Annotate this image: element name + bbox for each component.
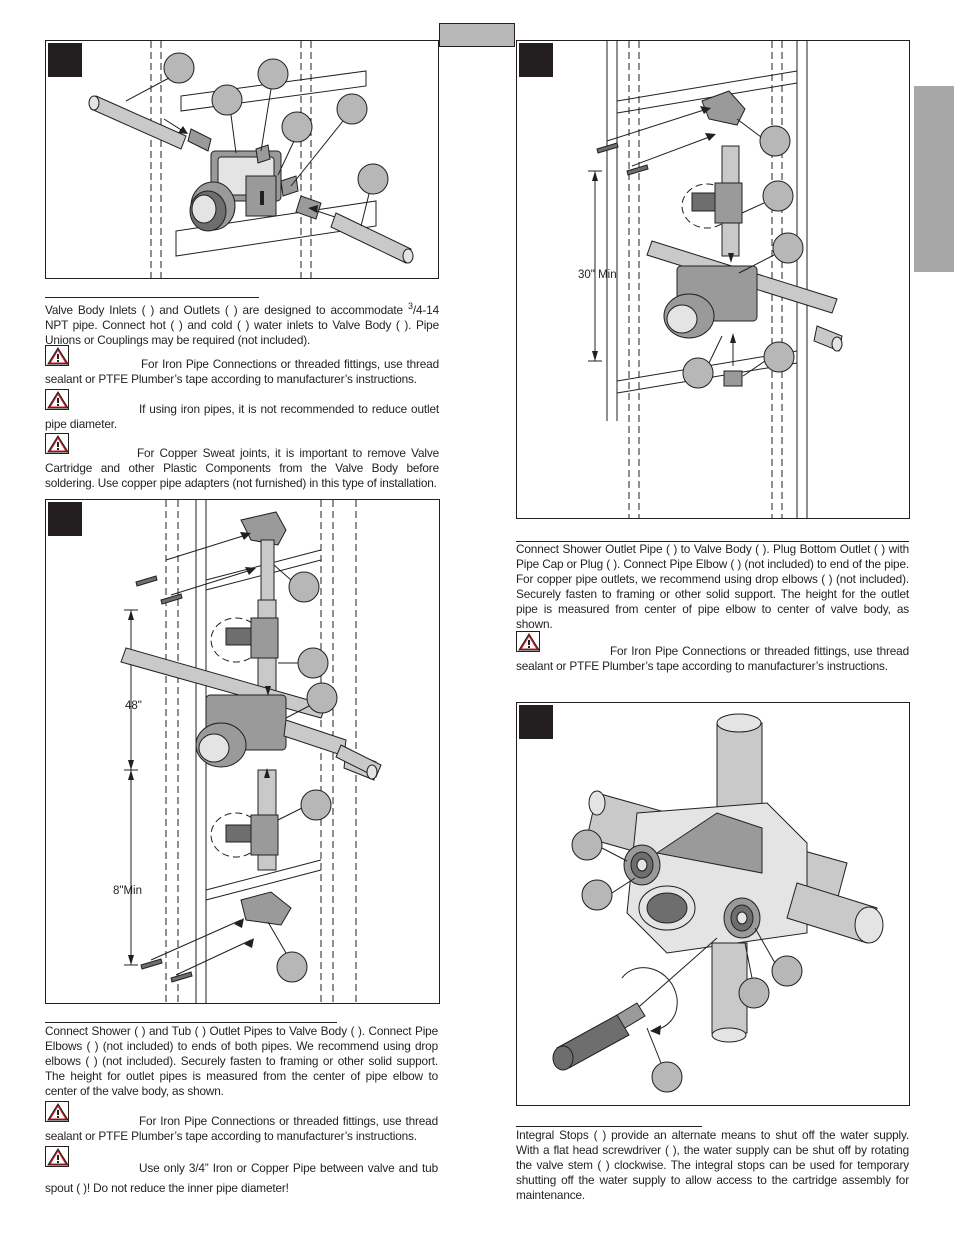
step1-instructions: Valve Body Inlets ( ) and Outlets ( ) ar…: [45, 301, 439, 347]
step1-warning-3: For Copper Sweat joints, it is important…: [45, 446, 439, 490]
step1-warning-1: For Iron Pipe Connections or threaded fi…: [45, 357, 439, 386]
warning-icon: [45, 433, 69, 454]
step1-number-box: [48, 43, 82, 77]
step4-number-box: [519, 705, 553, 739]
dimension-upper: 48": [125, 700, 142, 712]
step4-figure: [516, 702, 910, 1106]
step3-instructions: Connect Shower Outlet Pipe ( ) to Valve …: [516, 541, 909, 631]
step2-heading-rule: [45, 1022, 337, 1023]
step4-instructions: Integral Stops ( ) provide an alternate …: [516, 1128, 909, 1202]
header-tab: [439, 23, 515, 47]
step3-warning-1: For Iron Pipe Connections or threaded fi…: [516, 644, 909, 673]
warning-icon: [45, 1146, 69, 1167]
fraction-superscript: 3: [408, 301, 413, 311]
dimension-lower: 8"Min: [113, 885, 143, 897]
shower-tub-outlet-illustration: [120, 500, 382, 1003]
shower-outlet-illustration: [588, 41, 843, 518]
step1-figure: [45, 40, 439, 279]
warning-icon: [516, 631, 540, 652]
step2-warning-2: Use only 3/4” Iron or Copper Pipe betwee…: [45, 1161, 438, 1195]
warning-icon: [45, 389, 69, 410]
step2-warning-1: For Iron Pipe Connections or threaded fi…: [45, 1114, 438, 1143]
step2-figure: 48" 8"Min: [45, 499, 440, 1004]
step2-number-box: [48, 502, 82, 536]
integral-stops-illustration: [552, 713, 884, 1093]
step3-figure: 30" Min: [516, 40, 910, 519]
valve-rough-in-illustration: [88, 41, 414, 278]
step4-heading-rule: [516, 1126, 702, 1127]
side-tab: [914, 86, 954, 272]
step1-warning-2: If using iron pipes, it is not recommend…: [45, 402, 439, 431]
step1-heading-rule: [45, 297, 259, 298]
warning-icon: [45, 345, 69, 366]
warning-icon: [45, 1101, 69, 1122]
step2-instructions: Connect Shower ( ) and Tub ( ) Outlet Pi…: [45, 1024, 438, 1098]
dimension-label: 30" Min: [578, 269, 617, 281]
step3-number-box: [519, 43, 553, 77]
